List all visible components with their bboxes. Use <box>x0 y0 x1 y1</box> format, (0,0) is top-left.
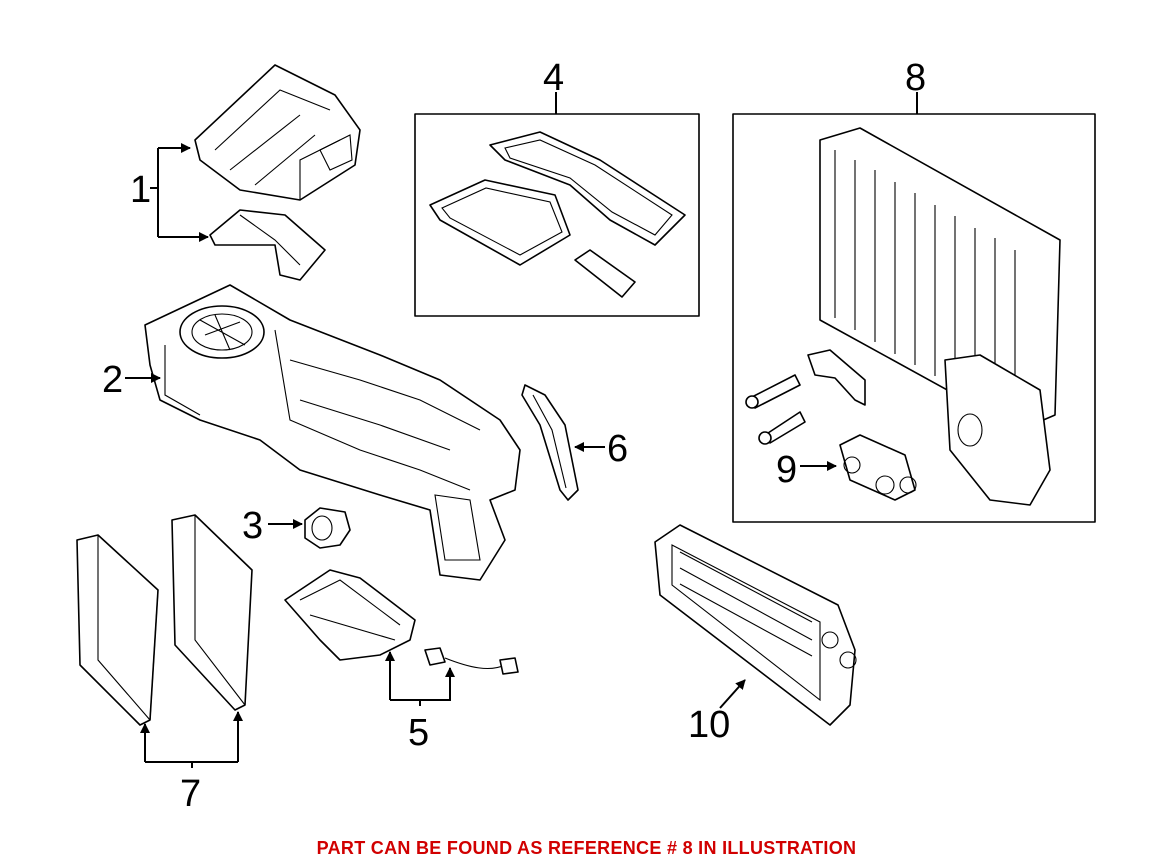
callout-4: 4 <box>543 57 564 99</box>
part-5-cover-harness: 5 <box>284 569 519 754</box>
part-8-evaporator-box: 8 <box>732 57 1096 523</box>
reference-note: PART CAN BE FOUND AS REFERENCE # 8 IN IL… <box>316 838 857 858</box>
callout-2: 2 <box>102 359 123 401</box>
part-7-cabin-filters: 7 <box>76 514 253 815</box>
callout-1: 1 <box>130 169 151 211</box>
callout-3: 3 <box>242 505 263 547</box>
part-10-heater-core: 10 <box>654 524 857 746</box>
callout-10: 10 <box>688 704 730 746</box>
callout-9: 9 <box>776 449 797 491</box>
part-4-seal-kit: 4 <box>414 57 700 317</box>
callout-8: 8 <box>905 57 926 99</box>
part-6-duct-strip: 6 <box>521 384 628 501</box>
part-1-duct-covers: 1 <box>130 64 361 281</box>
callout-7: 7 <box>180 773 201 815</box>
part-3-actuator: 3 <box>242 505 351 549</box>
callout-5: 5 <box>408 712 429 754</box>
callout-6: 6 <box>607 428 628 470</box>
part-9-expansion-valve: 9 <box>776 434 917 501</box>
part-2-hvac-housing: 2 <box>102 284 521 581</box>
